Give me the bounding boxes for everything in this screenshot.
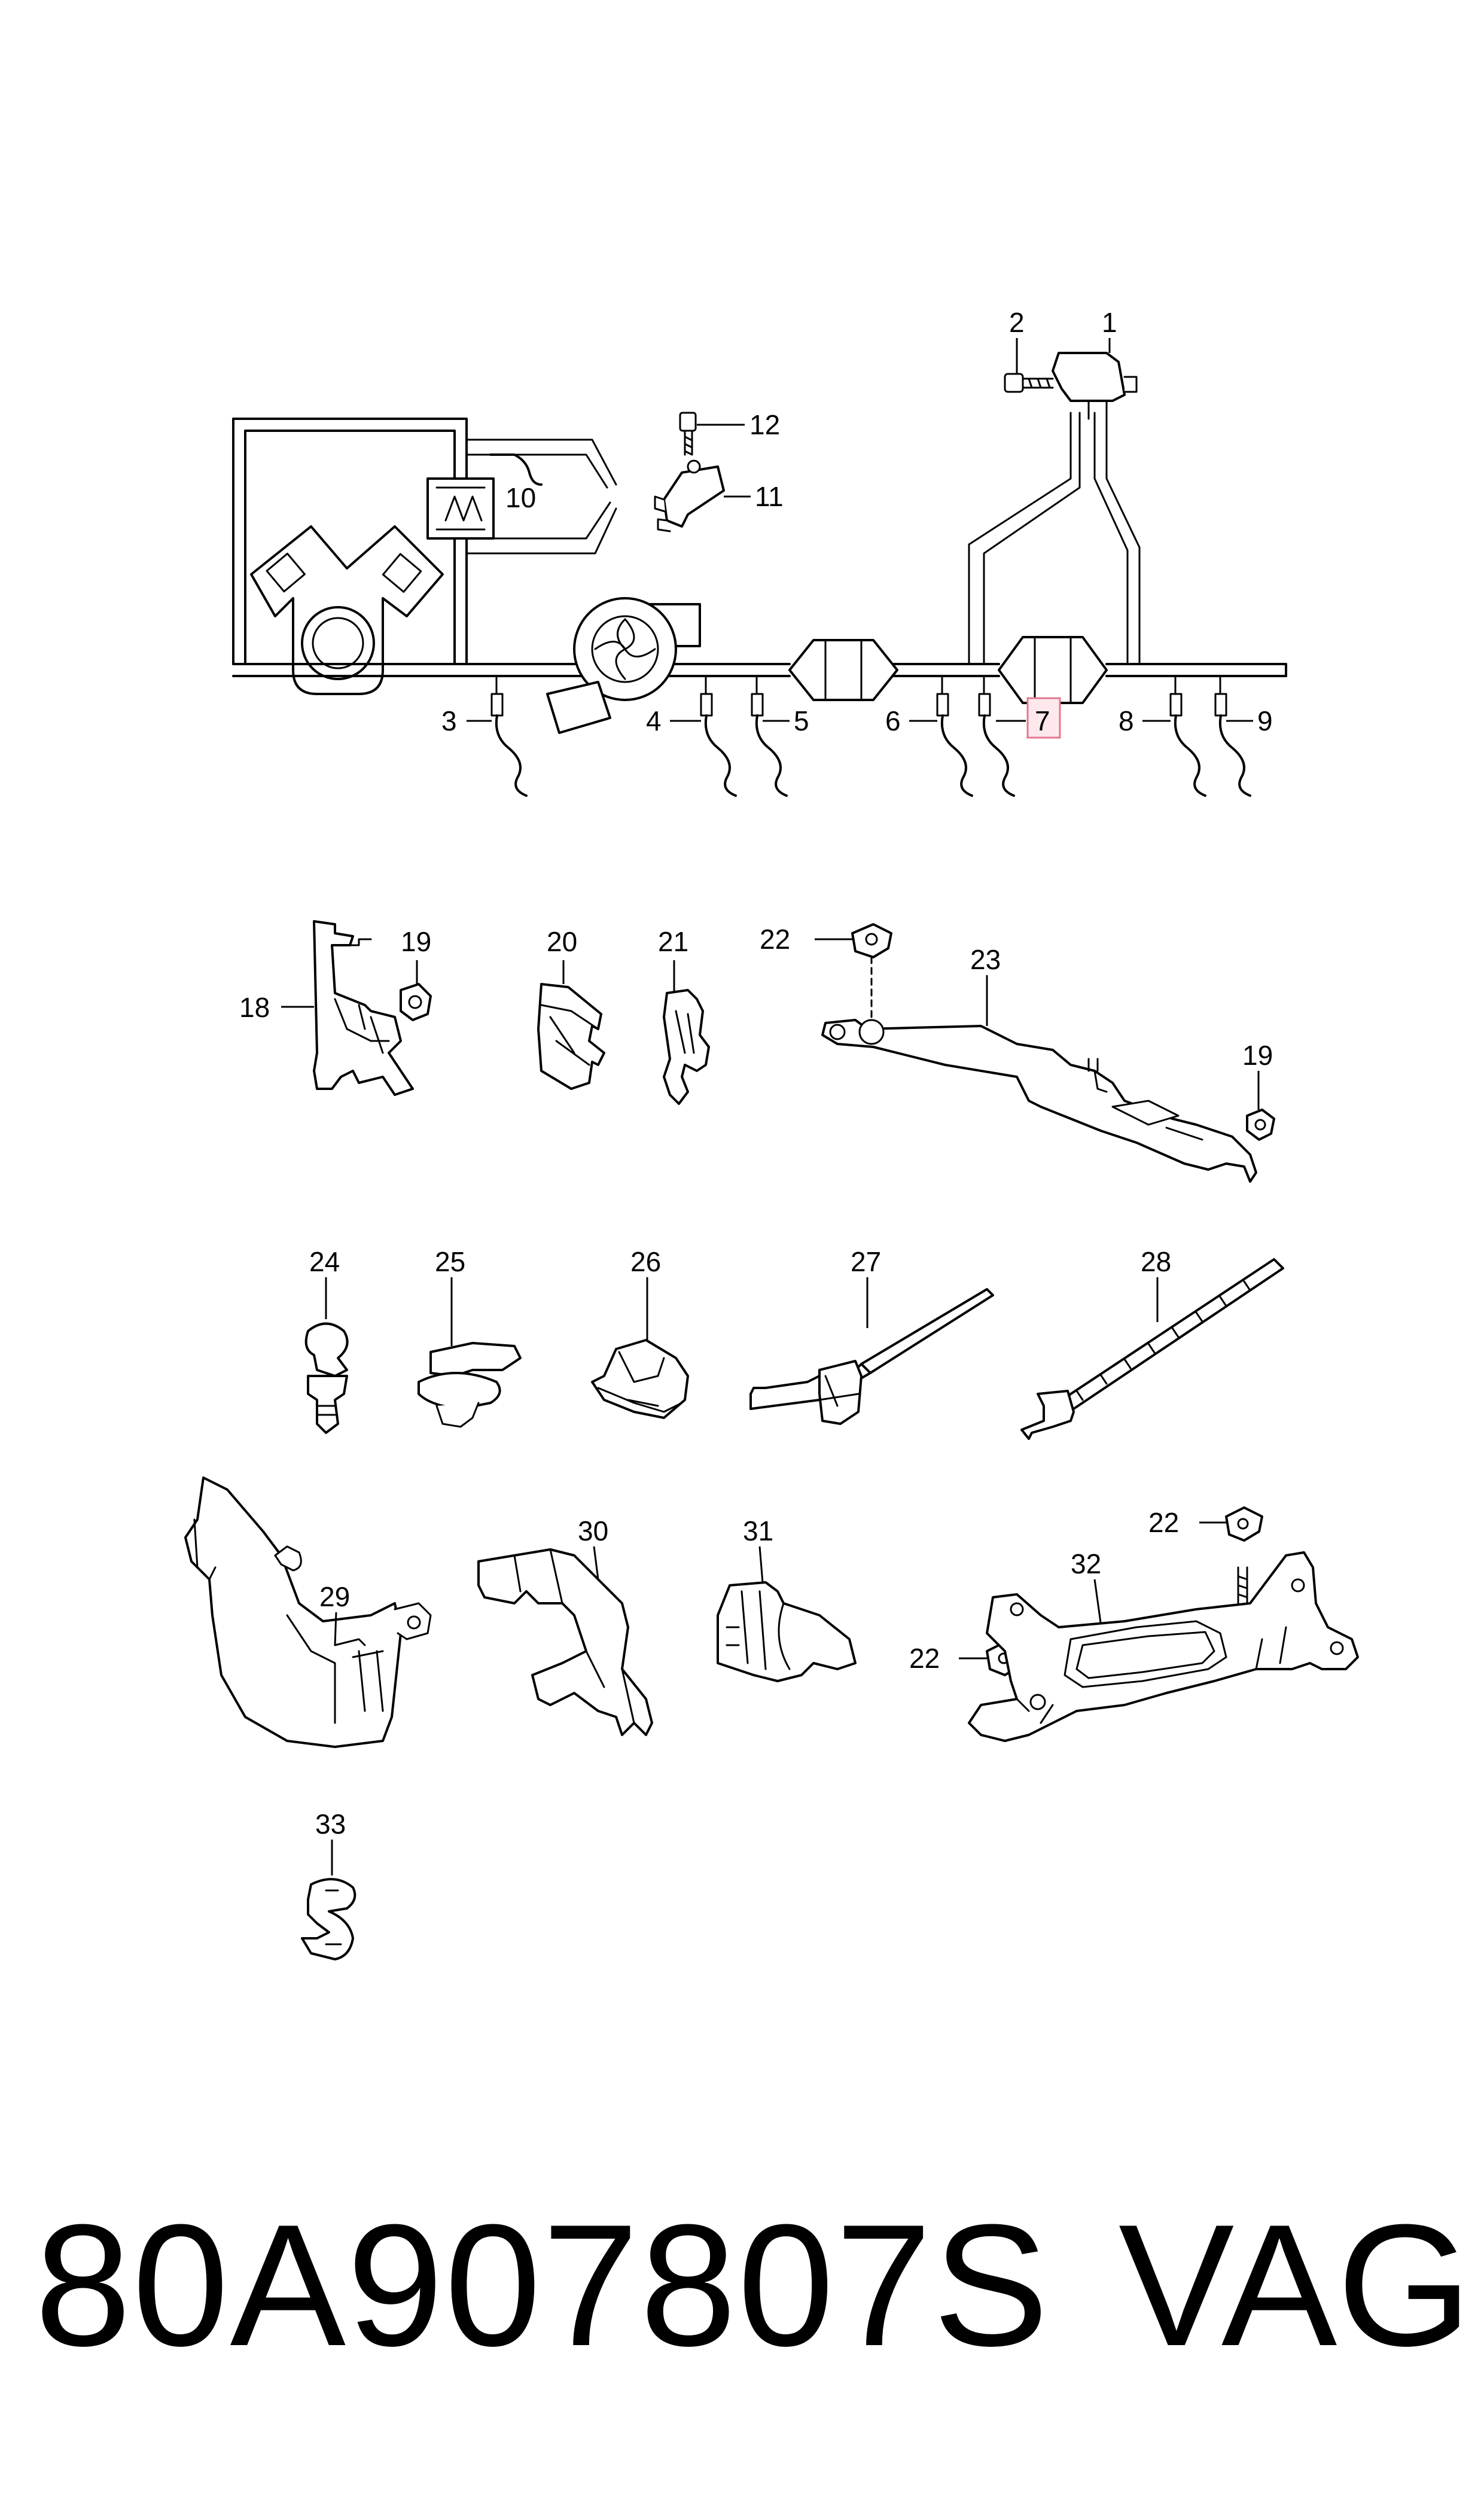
callout-6: 6: [885, 705, 901, 736]
bracket-32: [968, 1551, 1359, 1742]
turbocharger: [546, 597, 701, 734]
callout-4: 4: [646, 705, 662, 736]
callout-22-b: 22: [1148, 1507, 1179, 1538]
bolt-12: [679, 412, 697, 456]
exhaust-temperature-sensor-6: [936, 693, 973, 797]
callout-27: 27: [851, 1246, 881, 1277]
sensor-10-wire: [489, 453, 543, 486]
nut-19-b: [1246, 1109, 1275, 1141]
callout-12: 12: [749, 409, 780, 440]
callout-26: 26: [630, 1246, 661, 1277]
change-over-valve-11: [654, 459, 725, 532]
callout-19-b: 19: [1242, 1040, 1273, 1071]
nut-22-b: [1225, 1506, 1263, 1604]
clip-33: [301, 1878, 356, 1960]
callout-5: 5: [794, 705, 809, 736]
exhaust-temperature-sensor-4: [700, 693, 737, 797]
callout-24: 24: [309, 1246, 340, 1277]
callout-22-c: 22: [909, 1643, 940, 1674]
clip-21: [663, 989, 710, 1105]
callout-23: 23: [970, 944, 1001, 975]
pressure-sensor-1: [1052, 352, 1138, 420]
callout-11: 11: [755, 481, 784, 512]
bolt-2: [1004, 373, 1054, 393]
exhaust-system-schematic: [232, 338, 1287, 797]
clip-25: [418, 1342, 522, 1428]
footer: 80A907807S VAG: [0, 2190, 1484, 2381]
callout-3: 3: [441, 705, 457, 736]
exhaust-temperature-sensor-9: [1214, 693, 1251, 797]
clip-20: [537, 983, 605, 1090]
callout-20: 20: [547, 926, 577, 957]
cable-tie-27: [749, 1288, 994, 1425]
callout-25: 25: [435, 1246, 465, 1277]
exhaust-temperature-sensor-8: [1169, 693, 1206, 797]
catalytic-converter-1: [788, 639, 898, 701]
callout-10: 10: [505, 482, 536, 513]
callout-8: 8: [1119, 705, 1134, 736]
exhaust-temperature-sensor-5: [751, 693, 788, 797]
callout-7: 7: [1035, 705, 1050, 736]
cable-tie-28: [1020, 1258, 1284, 1440]
brand-name: VAG: [1119, 2188, 1472, 2382]
callout-9: 9: [1257, 705, 1273, 736]
sensor-stubs: [495, 675, 1221, 695]
callout-18: 18: [239, 992, 270, 1023]
heat-shield-bracket-29: [184, 1476, 432, 1748]
clip-26: [591, 1339, 689, 1419]
callout-1: 1: [1102, 307, 1117, 338]
holder-30: [477, 1548, 653, 1736]
callout-22-a: 22: [760, 924, 790, 955]
particulate-filter: [998, 636, 1108, 704]
callout-31: 31: [743, 1515, 773, 1546]
nut-22-a: [851, 923, 892, 1018]
clip-24: [304, 1322, 349, 1434]
callout-33: 33: [315, 1808, 346, 1840]
engine-block: [232, 418, 495, 695]
highlight-box-7: [1026, 697, 1061, 739]
part-number: 80A907807S: [35, 2188, 1050, 2382]
exhaust-temperature-sensor-3: [490, 693, 528, 797]
callout-32: 32: [1071, 1548, 1101, 1579]
callout-labels: 1 2 12 11 10 3 4 5 6 7 8 9 18 19 20 21 2…: [239, 307, 1273, 1840]
holder-31: [717, 1581, 857, 1682]
callout-19-a: 19: [401, 926, 431, 957]
callout-2: 2: [1009, 307, 1025, 338]
bracket-18: [313, 920, 414, 1096]
exhaust-temperature-sensor-7: [978, 693, 1015, 797]
bracket-23: [821, 1019, 1257, 1183]
callout-28: 28: [1141, 1246, 1171, 1277]
callout-29: 29: [319, 1581, 350, 1612]
callout-21: 21: [658, 926, 688, 957]
callout-30: 30: [578, 1515, 608, 1546]
nut-19-a: [400, 983, 432, 1021]
